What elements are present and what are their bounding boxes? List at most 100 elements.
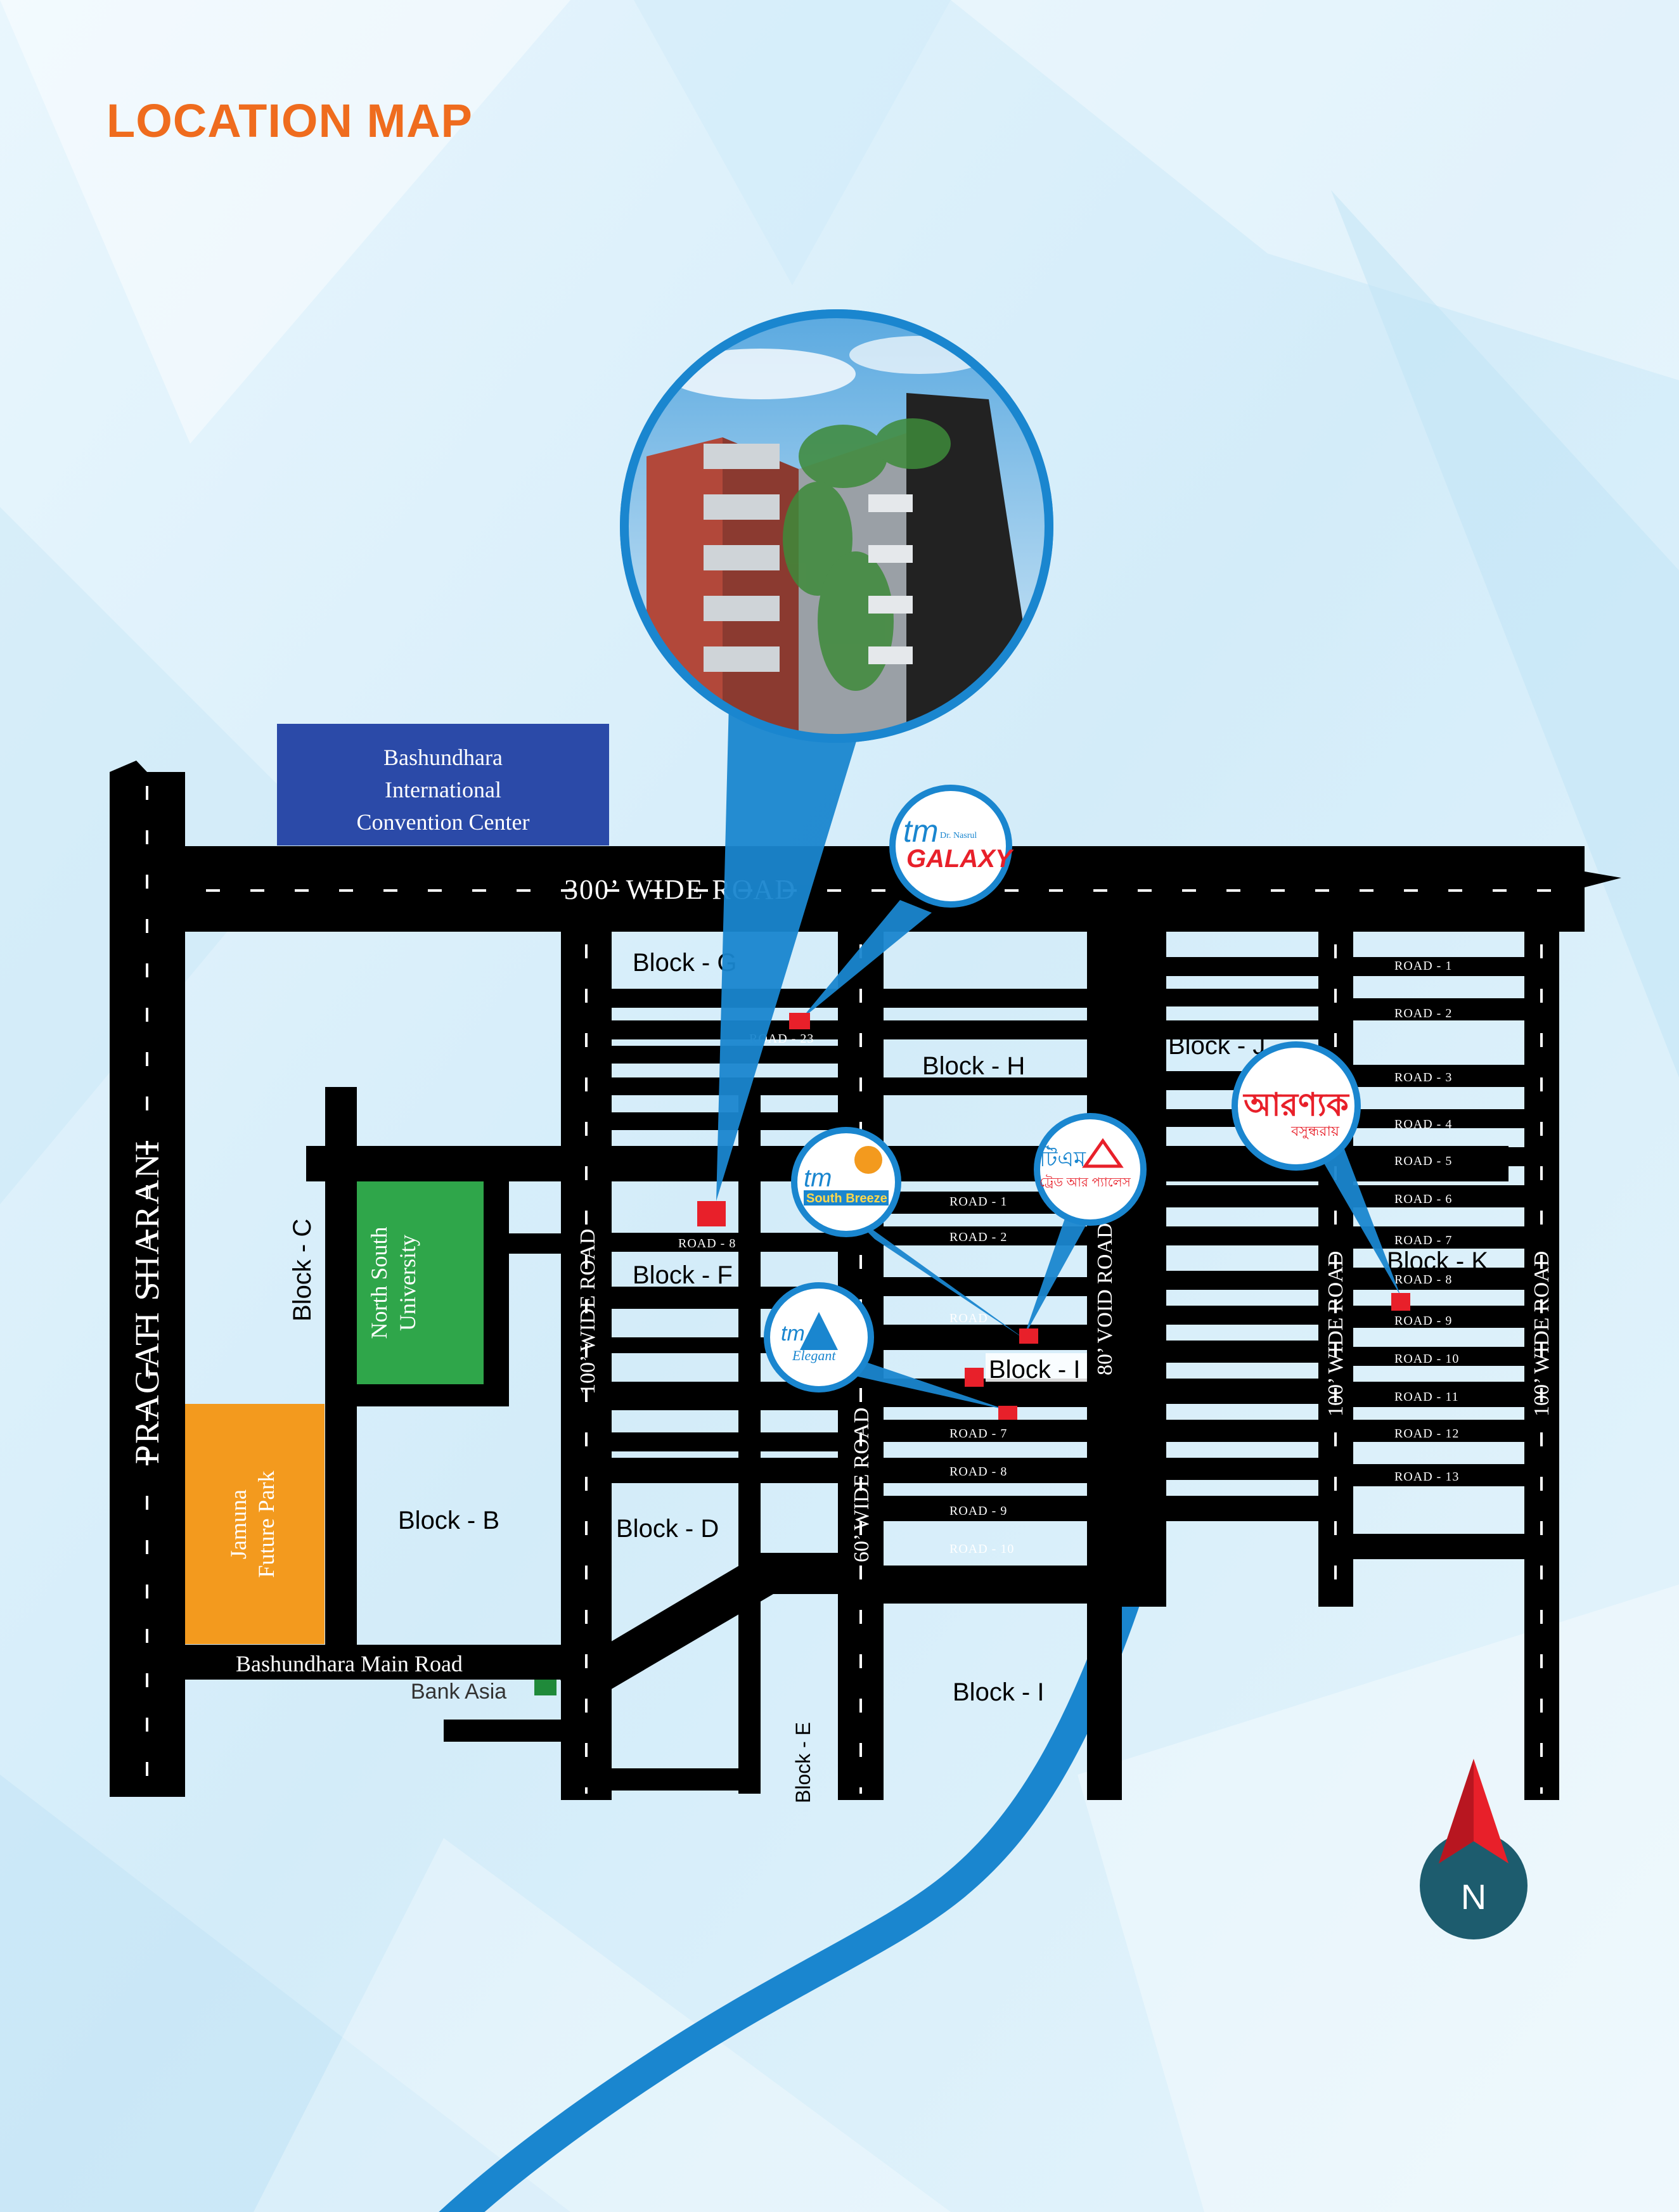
road-label-i-8: ROAD - 8 (949, 1465, 1007, 1479)
label-block-f: Block - F (633, 1261, 733, 1289)
label-bank-asia: Bank Asia (411, 1680, 506, 1704)
h-lane-2 (884, 1020, 1087, 1039)
jamuna-future-park-box (185, 1404, 325, 1644)
label-pragati-sharani: PRAGATI SHARANI (128, 1140, 166, 1464)
road-centre-dashes (146, 786, 1578, 1794)
pragati-sharani-top-tip (110, 761, 147, 772)
f-lane-1 (612, 1233, 840, 1252)
j-lane-3 (1166, 1020, 1318, 1039)
galaxy-brand: tm (903, 813, 939, 849)
bank-asia-lane (444, 1720, 564, 1742)
k-lane-13 (1353, 1464, 1524, 1486)
j-lane-10 (1166, 1341, 1318, 1363)
road-label-i-3: ROAD (949, 1311, 988, 1325)
label-bashundhara-main-road: Bashundhara Main Road (236, 1651, 463, 1676)
label-block-i-upper: Block - I (989, 1356, 1080, 1384)
k-lane-11 (1353, 1382, 1524, 1407)
pointer-aranyak (1318, 1147, 1401, 1296)
convention-center-line-3: Convention Center (357, 809, 530, 835)
road-label-k-11: ROAD - 11 (1394, 1390, 1459, 1404)
road-80 (1087, 929, 1122, 1800)
j-lane-13 (1166, 1458, 1318, 1480)
label-road-100-left: 100’ WIDE ROAD (576, 1229, 600, 1394)
elegant-logo-bubble: tm Elegant (764, 1282, 874, 1392)
i-lane-road-9 (884, 1458, 1087, 1483)
block-i-lower-road (884, 1566, 1087, 1604)
f-lane-5 (612, 1432, 840, 1451)
h-lane-3 (884, 1077, 1087, 1095)
h-lane-1 (884, 989, 1087, 1008)
block-j-road (1122, 929, 1166, 1607)
k-lane-3 (1353, 1065, 1524, 1087)
elegant-brand: tm (781, 1321, 805, 1346)
j-lane-6 (1166, 1185, 1318, 1207)
road-label-i-2: ROAD - 2 (949, 1230, 1007, 1244)
j-lane-7 (1166, 1226, 1318, 1245)
road-label-k-13: ROAD - 13 (1394, 1470, 1459, 1484)
aranyak-line1: আরণ্যক (1242, 1087, 1350, 1122)
convention-center-box (277, 724, 609, 846)
trade-palace-line1: টিএম (1039, 1145, 1086, 1171)
road-label-k-5: ROAD - 5 (1394, 1154, 1452, 1168)
galaxy-name: GALAXY (906, 845, 1014, 873)
road-label-k-4: ROAD - 4 (1394, 1117, 1452, 1131)
elegant-name: Elegant (792, 1347, 836, 1363)
block-e-road (558, 1553, 881, 1711)
label-road-100-mid: 100’ WIDE ROAD (1324, 1251, 1348, 1417)
i-lane-road-8 (884, 1420, 1087, 1442)
road-label-k-2: ROAD - 2 (1394, 1006, 1452, 1020)
block-d-bottom-lane (608, 1768, 742, 1791)
road-label-f-8: ROAD - 8 (678, 1237, 736, 1251)
k-lane-4 (1353, 1109, 1524, 1128)
j-lane-8 (1166, 1271, 1318, 1290)
page-title: LOCATION MAP (106, 94, 473, 147)
jamuna-line-2: Future Park (254, 1471, 279, 1578)
road-label-k-3: ROAD - 3 (1394, 1071, 1452, 1084)
label-block-h: Block - H (922, 1052, 1025, 1080)
trade-palace-logo-bubble: টিএম ট্রেড আর প্যালেস (1034, 1113, 1147, 1226)
pointer-elegant (830, 1350, 1008, 1410)
nsu-road-2 (484, 1181, 509, 1406)
aranyak-line2: বসুন্ধরায় (1290, 1123, 1340, 1140)
marker-main-project (697, 1201, 726, 1226)
road-label-i-1: ROAD - 1 (949, 1195, 1007, 1209)
pointer-south-breeze (846, 1211, 1027, 1341)
road-label-i-7: ROAD - 7 (949, 1427, 1007, 1441)
label-block-e: Block - E (792, 1722, 814, 1803)
label-block-d: Block - D (616, 1515, 719, 1543)
road-label-k-9: ROAD - 9 (1394, 1314, 1452, 1328)
j-lane-2 (1166, 989, 1318, 1006)
road-label-k-1: ROAD - 1 (1394, 959, 1452, 973)
k-lane-9 (1353, 1306, 1524, 1328)
label-block-i-lower: Block - I (953, 1678, 1044, 1706)
marker-south-breeze (1019, 1328, 1038, 1344)
k-lane-5 (1353, 1147, 1524, 1166)
k-lane-6 (1353, 1185, 1524, 1207)
i-lane-road-3 (884, 1277, 1087, 1296)
k-lane-14 (1353, 1534, 1524, 1559)
j-lane-9 (1166, 1306, 1318, 1325)
j-lane-11 (1166, 1379, 1318, 1404)
convention-center-line-2: International (385, 777, 501, 802)
trade-palace-line2: ট্রেড আর প্যালেস (1039, 1174, 1131, 1190)
j-lane-14 (1166, 1496, 1318, 1521)
nsu-line-2: University (395, 1235, 420, 1331)
j-lane-12 (1166, 1420, 1318, 1442)
label-block-g: Block - G (633, 949, 737, 977)
k-lane-7 (1353, 1226, 1524, 1249)
label-block-k: Block - K (1387, 1247, 1488, 1275)
d-lane-6 (612, 1458, 840, 1483)
south-breeze-name: South Breeze (806, 1192, 887, 1206)
aranyak-logo-bubble: আরণ্যক বসুন্ধরায় (1232, 1041, 1361, 1171)
road-label-k-7: ROAD - 7 (1394, 1233, 1452, 1247)
road-label-k-10: ROAD - 10 (1394, 1352, 1459, 1366)
marker-galaxy (789, 1013, 810, 1029)
pointer-main-project (716, 704, 862, 1201)
k-lane-1 (1353, 957, 1524, 976)
marker-elegant-road7 (998, 1406, 1017, 1420)
block-b-road (484, 1233, 566, 1254)
k-lane-10 (1353, 1347, 1524, 1366)
jamuna-line-1: Jamuna (226, 1489, 251, 1559)
marker-aranyak (1391, 1293, 1410, 1311)
